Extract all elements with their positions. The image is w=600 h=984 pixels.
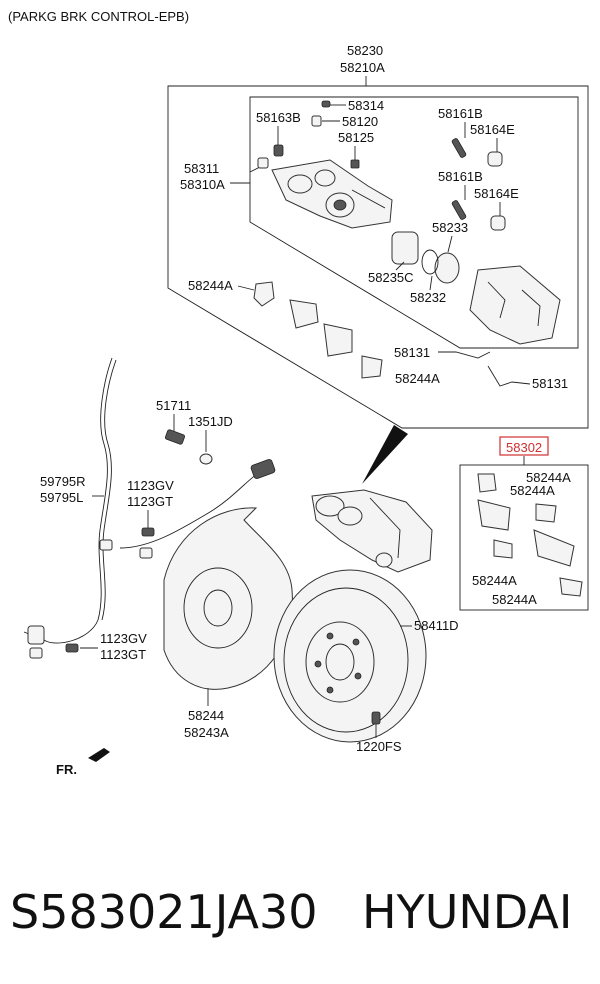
label-58244A-upper-left[interactable]: 58244A [188,278,233,293]
label-1220FS[interactable]: 1220FS [356,739,402,754]
kit-pad-inner [477,499,511,531]
dust-shield [163,507,293,690]
label-58310A[interactable]: 58310A [180,177,225,192]
label-1123GV-upper[interactable]: 1123GV [127,478,174,493]
label-58302[interactable]: 58302 [506,440,542,455]
pad-kit-box [459,464,589,611]
caliper-assembly [311,489,433,573]
label-59795R[interactable]: 59795R [40,474,86,489]
label-58233[interactable]: 58233 [432,220,468,235]
label-58131-lower[interactable]: 58131 [532,376,568,391]
label-58311[interactable]: 58311 [184,161,219,176]
footer-part-number: S583021JA30 [10,885,318,939]
label-58232[interactable]: 58232 [410,290,446,305]
label-58163B[interactable]: 58163B [256,110,301,125]
label-58314[interactable]: 58314 [348,98,384,113]
anti-rattle-spring [438,351,491,359]
hub-bolt [164,429,186,445]
piston-seal [421,249,439,275]
highlight-58302[interactable] [499,436,549,456]
footer-brand: HYUNDAI [362,885,572,939]
kit-pad-outer [533,529,575,567]
label-1123GT-lower[interactable]: 1123GT [100,647,146,662]
wheel-speed-sensor-cable [23,357,276,659]
caliper-inner-box [249,96,579,349]
label-58244A-upper-right[interactable]: 58244A [395,371,440,386]
piston-boot [434,252,460,284]
caliper-body-upper [271,159,393,229]
front-direction-label: FR. [56,762,77,777]
caliper-assembly-outer-box [167,85,589,429]
pad-clip [253,281,275,307]
label-1123GT-upper[interactable]: 1123GT [127,494,173,509]
label-58244A-kit-2[interactable]: 58244A [510,483,555,498]
label-58244[interactable]: 58244 [188,708,224,723]
diagram-title: (PARKG BRK CONTROL-EPB) [8,9,189,24]
label-58131-upper[interactable]: 58131 [394,345,430,360]
piston [391,231,419,265]
label-59795L[interactable]: 59795L [40,490,83,505]
assembly-arrow [362,425,408,484]
label-58244A-kit-1[interactable]: 58244A [526,470,571,485]
bolt-1123GV [141,527,155,537]
label-1123GV-lower[interactable]: 1123GV [100,631,147,646]
disc-screw [371,711,381,725]
pad-clip [361,355,383,379]
label-51711[interactable]: 51711 [156,398,191,413]
anti-rattle-spring [487,365,531,387]
label-58210A[interactable]: 58210A [340,60,385,75]
label-58164E-upper[interactable]: 58164E [470,122,515,137]
front-direction-arrow-icon [88,748,110,762]
caliper-carrier-bracket [469,265,561,345]
brake-pad-outer [323,323,353,357]
label-58164E-lower[interactable]: 58164E [474,186,519,201]
bolt-1123GV [65,643,79,653]
label-58243A[interactable]: 58243A [184,725,229,740]
brake-disc [273,569,427,743]
label-58161B-upper[interactable]: 58161B [438,106,483,121]
label-58235C[interactable]: 58235C [368,270,414,285]
label-58230[interactable]: 58230 [347,43,383,58]
label-58244A-kit-4[interactable]: 58244A [492,592,537,607]
label-58120[interactable]: 58120 [342,114,378,129]
label-58125[interactable]: 58125 [338,130,374,145]
washer [199,453,213,465]
label-1351JD[interactable]: 1351JD [188,414,233,429]
label-58411D[interactable]: 58411D [414,618,459,633]
label-58161B-lower[interactable]: 58161B [438,169,483,184]
brake-pad-inner [289,299,319,329]
label-58244A-kit-3[interactable]: 58244A [472,573,517,588]
